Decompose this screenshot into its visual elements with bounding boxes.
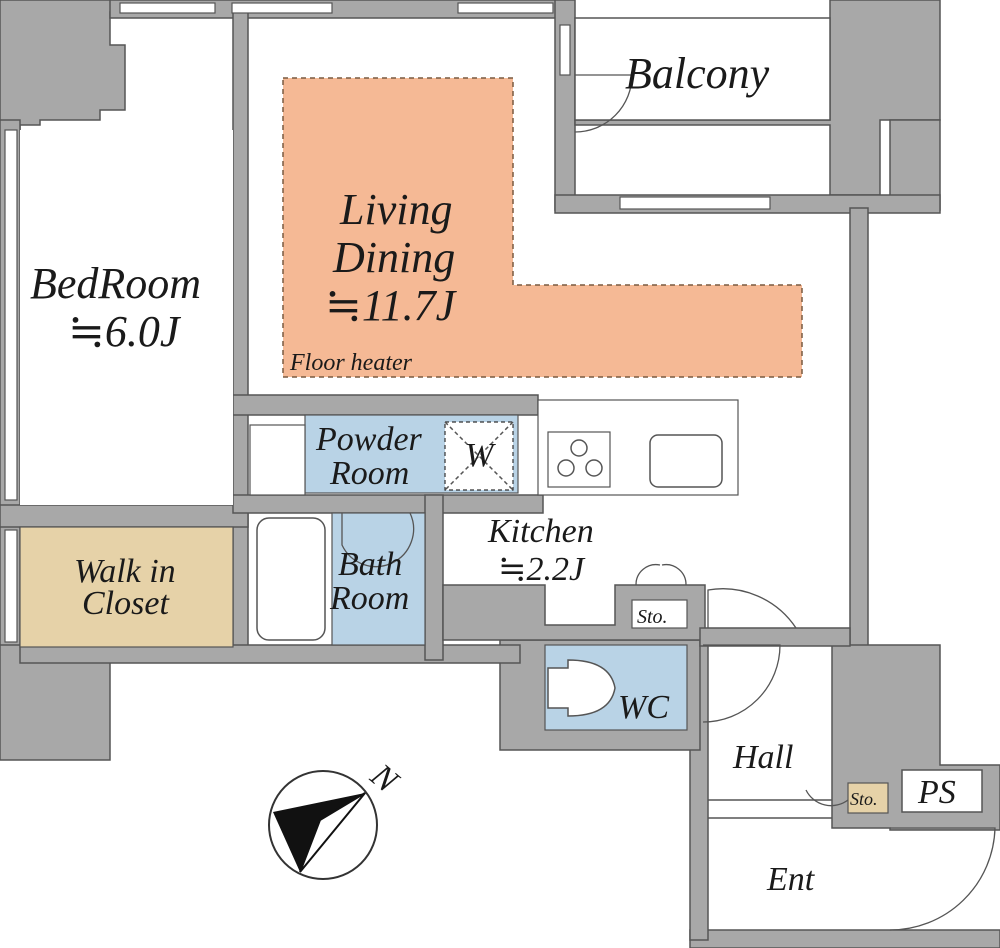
ps-label: PS bbox=[917, 774, 956, 811]
storage-hall-label: Sto. bbox=[850, 789, 878, 809]
wall-bottom-right bbox=[689, 929, 1000, 948]
hall-label: Hall bbox=[732, 739, 793, 776]
wc-label: WC bbox=[618, 689, 669, 726]
closet-label-line2: Closet bbox=[82, 585, 170, 622]
living-size: ≒11.7J bbox=[325, 281, 458, 330]
closet-label-line1: Walk in bbox=[74, 553, 176, 590]
window-balcony-side bbox=[559, 24, 571, 76]
bedroom-size: ≒6.0J bbox=[68, 307, 182, 356]
entrance-label: Ent bbox=[766, 861, 816, 898]
window-balcony-door bbox=[619, 196, 771, 210]
wall-closet-top bbox=[0, 504, 249, 528]
balcony-floor bbox=[574, 17, 831, 121]
bath-room-floor bbox=[331, 512, 426, 646]
burner-icon bbox=[570, 439, 588, 457]
burner-icon bbox=[557, 459, 575, 477]
kitchen-size: ≒2.2J bbox=[498, 551, 586, 588]
bedroom-label: BedRoom bbox=[30, 259, 201, 308]
door-balcony-icon bbox=[574, 74, 633, 133]
wall-right bbox=[849, 207, 869, 654]
wall-powder-top bbox=[232, 394, 539, 416]
window-bedroom-left bbox=[4, 129, 18, 501]
powder-room-label-line1: Powder bbox=[315, 421, 423, 458]
living-heater-zone bbox=[282, 77, 803, 378]
door-sto-icon bbox=[805, 789, 849, 807]
bedroom-floor bbox=[20, 130, 233, 505]
door-sto-double-icon bbox=[635, 563, 687, 586]
balcony-label: Balcony bbox=[625, 49, 770, 98]
bath-room-label-line1: Bath bbox=[338, 546, 402, 583]
wall-top-left-pillar bbox=[0, 0, 126, 131]
storage-small bbox=[631, 599, 688, 629]
compass-label: N bbox=[363, 756, 407, 801]
storage-label: Sto. bbox=[637, 606, 668, 628]
toilet-icon bbox=[547, 659, 616, 717]
door-kitchen-icon bbox=[707, 588, 797, 629]
burner-icon bbox=[585, 459, 603, 477]
window-top-left bbox=[119, 2, 216, 14]
door-wc-icon bbox=[702, 644, 781, 723]
wall-bottom-left-block bbox=[0, 644, 111, 761]
door-ent-icon bbox=[889, 827, 996, 931]
bathtub bbox=[256, 517, 326, 641]
window-closet-left bbox=[4, 529, 18, 643]
vanity bbox=[249, 424, 306, 496]
compass-north-icon bbox=[268, 770, 378, 880]
living-label-line1: Living bbox=[339, 185, 452, 234]
washer-label: W bbox=[465, 437, 496, 474]
wall-bedroom-right bbox=[232, 9, 249, 651]
washer-cross-a bbox=[444, 421, 514, 491]
washer-cross-b bbox=[444, 421, 514, 491]
stove-plate bbox=[547, 431, 611, 488]
window-top-right bbox=[457, 2, 554, 14]
storage-hall bbox=[847, 782, 889, 814]
ps-box bbox=[901, 769, 983, 813]
door-bath-icon bbox=[341, 512, 415, 568]
kitchen-sink bbox=[649, 434, 723, 488]
powder-room-label-line2: Room bbox=[329, 455, 409, 492]
window-top-mid bbox=[231, 2, 333, 14]
wall-kitchen-left bbox=[424, 494, 444, 661]
wall-bath-divider bbox=[232, 494, 544, 514]
living-label-line2: Dining bbox=[332, 233, 455, 282]
wall-bath-bottom bbox=[19, 644, 521, 664]
floor-heater-note: Floor heater bbox=[289, 350, 413, 376]
doors bbox=[341, 74, 996, 931]
wall-hall-divider bbox=[699, 627, 851, 647]
kitchen-label: Kitchen bbox=[487, 513, 594, 550]
windows bbox=[4, 2, 771, 643]
bath-room-label-line2: Room bbox=[329, 580, 409, 617]
walk-in-closet-floor bbox=[19, 526, 234, 648]
